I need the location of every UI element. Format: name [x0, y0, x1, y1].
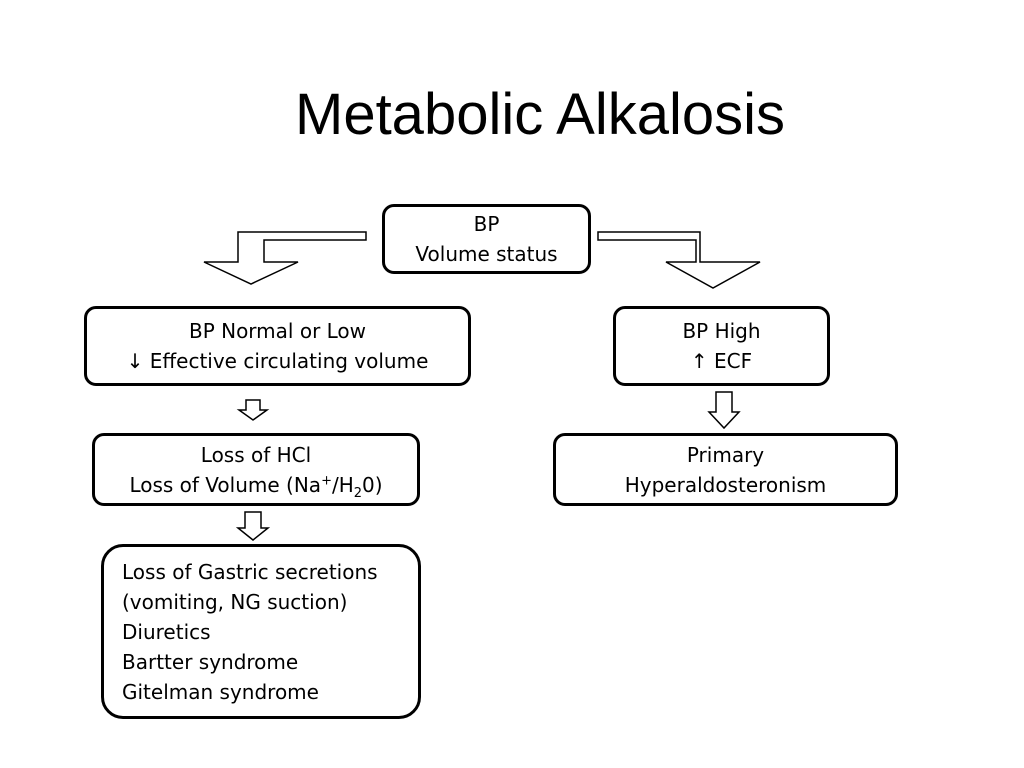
node-bp-high-label: BP High: [682, 319, 761, 343]
list-item: Loss of Gastric secretions: [122, 559, 378, 584]
page-title: Metabolic Alkalosis: [295, 82, 785, 147]
arrow-root-to-left: [203, 231, 367, 285]
node-effective-volume-line: ↓ Effective circulating volume: [93, 346, 462, 376]
arrow-loss-hcl-to-causes: [235, 511, 271, 541]
list-item: Bartter syndrome: [122, 649, 299, 674]
arrow-root-to-right: [597, 231, 761, 289]
node-volume-status-label: Volume status: [415, 242, 558, 266]
down-arrow-icon: ↓: [126, 349, 144, 373]
node-primary-hyperaldosteronism: Primary Hyperaldosteronism: [553, 433, 898, 506]
node-loss-volume-line: Loss of Volume (Na+/H20): [129, 472, 383, 501]
node-causes-list: Loss of Gastric secretions (vomiting, NG…: [101, 544, 421, 719]
arrow-left-to-loss-hcl: [236, 399, 270, 421]
list-item: (vomiting, NG suction): [122, 589, 348, 614]
up-arrow-icon: ↑: [690, 349, 708, 373]
node-primary-label: Primary: [686, 442, 765, 467]
node-hyperaldosteronism-label: Hyperaldosteronism: [624, 472, 827, 497]
node-ecf-line: ↑ ECF: [622, 346, 821, 376]
node-loss-of-hcl: Loss of HCl Loss of Volume (Na+/H20): [92, 433, 420, 506]
node-loss-hcl-label: Loss of HCl: [200, 442, 312, 467]
node-bp-normal-label: BP Normal or Low: [188, 319, 367, 343]
node-bp-label: BP: [473, 212, 500, 236]
node-bp-normal-or-low: BP Normal or Low ↓ Effective circulating…: [84, 306, 471, 386]
node-bp-high: BP High ↑ ECF: [613, 306, 830, 386]
arrow-right-to-hyperaldosteronism: [707, 391, 741, 430]
list-item: Diuretics: [122, 619, 211, 644]
list-item: Gitelman syndrome: [122, 679, 319, 704]
node-bp-volume-status: BP Volume status: [382, 204, 591, 274]
node-effective-volume-label: Effective circulating volume: [149, 349, 429, 373]
node-ecf-label: ECF: [714, 349, 753, 373]
